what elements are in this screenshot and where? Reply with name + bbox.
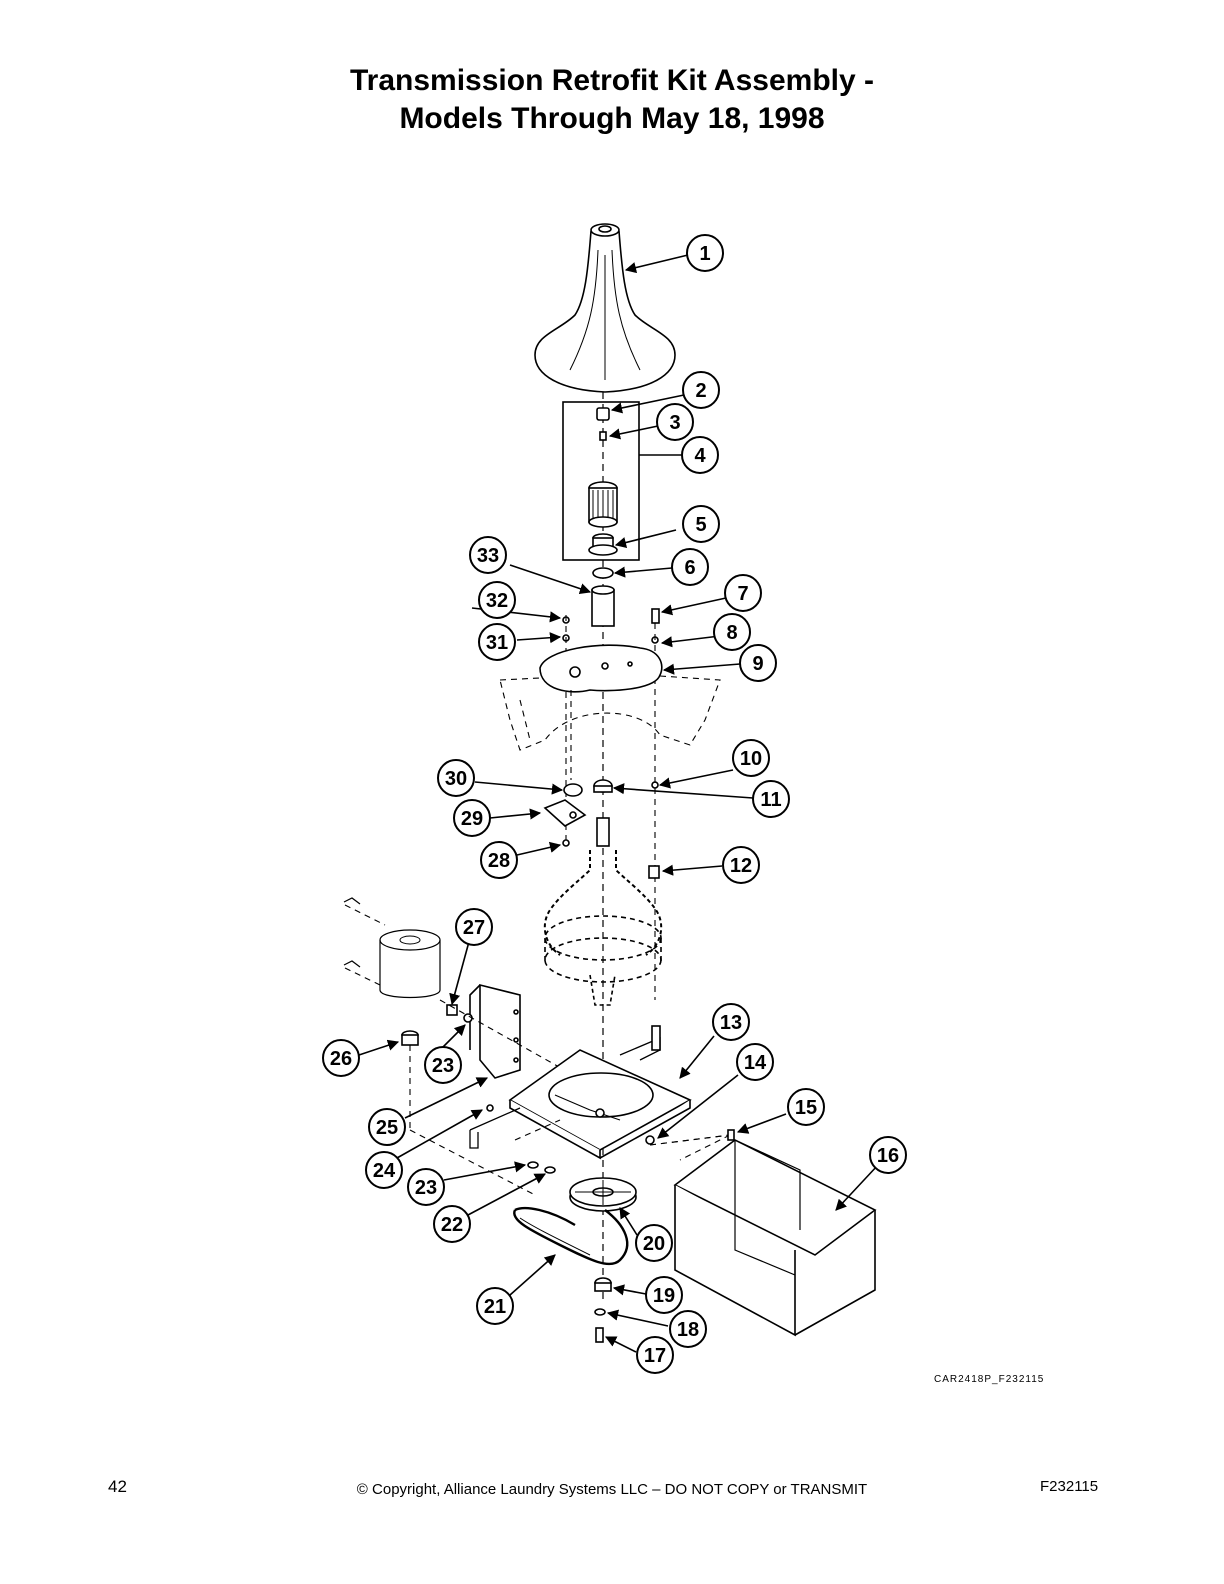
callout-6 xyxy=(671,548,709,586)
callout-32 xyxy=(478,581,516,619)
callout-18 xyxy=(669,1310,707,1348)
callout-label: 29 xyxy=(461,808,483,830)
callout-label: 9 xyxy=(752,653,763,675)
callout-label: 2 xyxy=(695,380,706,402)
base-plate-part xyxy=(469,1025,692,1160)
agitator-part xyxy=(534,223,676,393)
callout-30 xyxy=(437,759,475,797)
callout-label: 4 xyxy=(694,445,706,467)
document-code: F232115 xyxy=(1040,1478,1099,1495)
callout-26 xyxy=(322,1039,360,1077)
callout-19 xyxy=(645,1276,683,1314)
callout-label: 20 xyxy=(643,1233,665,1255)
callout-label: 33 xyxy=(477,545,499,567)
callout-17 xyxy=(636,1336,674,1374)
callout-label: 21 xyxy=(484,1296,506,1318)
callout-label: 12 xyxy=(730,855,752,877)
callout-label: 30 xyxy=(445,768,467,790)
callout-27 xyxy=(455,908,493,946)
callout-label: 25 xyxy=(376,1117,398,1139)
callout-label: 8 xyxy=(726,622,737,644)
callout-label: 31 xyxy=(486,632,508,654)
retrofit-kit-box xyxy=(562,401,640,561)
callout-label: 11 xyxy=(760,789,781,811)
callout-label: 13 xyxy=(720,1012,742,1034)
callout-23a xyxy=(424,1046,462,1084)
callout-label: 16 xyxy=(877,1145,899,1167)
transmission-part xyxy=(543,817,663,1006)
figure-code: CAR2418P_F232115 xyxy=(934,1374,1045,1385)
callout-28 xyxy=(480,841,518,879)
callout-10 xyxy=(732,739,770,777)
callout-31 xyxy=(478,623,516,661)
callout-label: 15 xyxy=(795,1097,817,1119)
callout-20 xyxy=(635,1224,673,1262)
callout-13 xyxy=(712,1003,750,1041)
callout-2 xyxy=(682,371,720,409)
callout-9 xyxy=(739,644,777,682)
callout-21 xyxy=(476,1287,514,1325)
callout-12 xyxy=(722,846,760,884)
callout-label: 22 xyxy=(441,1214,463,1236)
callout-label: 28 xyxy=(488,850,510,872)
callout-label: 32 xyxy=(486,590,508,612)
callout-16 xyxy=(869,1136,907,1174)
page-title-line-2: Models Through May 18, 1998 xyxy=(399,102,825,135)
callout-22 xyxy=(433,1205,471,1243)
callout-label: 10 xyxy=(740,748,762,770)
callout-14 xyxy=(736,1043,774,1081)
callout-label: 26 xyxy=(330,1048,352,1070)
callout-label: 14 xyxy=(744,1052,767,1074)
callout-3 xyxy=(656,403,694,441)
callout-24 xyxy=(365,1151,403,1189)
callout-33 xyxy=(469,536,507,574)
callout-15 xyxy=(787,1088,825,1126)
callout-11 xyxy=(752,780,790,818)
callout-1 xyxy=(686,234,724,272)
callout-label: 19 xyxy=(653,1285,675,1307)
callout-label: 1 xyxy=(699,243,710,265)
copyright-notice: © Copyright, Alliance Laundry Systems LL… xyxy=(356,1481,868,1498)
callout-5 xyxy=(682,505,720,543)
callout-25 xyxy=(368,1108,406,1146)
callout-label: 6 xyxy=(684,557,695,579)
callout-7 xyxy=(724,574,762,612)
cover-box-part xyxy=(673,1129,877,1337)
callout-8 xyxy=(713,613,751,651)
callout-label: 23 xyxy=(415,1177,437,1199)
callout-label: 7 xyxy=(737,583,748,605)
callout-label: 23 xyxy=(432,1055,454,1077)
page-number: 42 xyxy=(108,1477,127,1496)
callout-label: 5 xyxy=(695,514,706,536)
callout-label: 24 xyxy=(373,1160,396,1182)
page-title-line-1: Transmission Retrofit Kit Assembly - xyxy=(349,64,874,97)
callout-label: 27 xyxy=(463,917,485,939)
callout-label: 3 xyxy=(669,412,680,434)
callout-label: 17 xyxy=(644,1345,666,1367)
callout-label: 18 xyxy=(677,1319,699,1341)
callout-29 xyxy=(453,799,491,837)
callout-4 xyxy=(681,436,719,474)
callout-23b xyxy=(407,1168,445,1206)
